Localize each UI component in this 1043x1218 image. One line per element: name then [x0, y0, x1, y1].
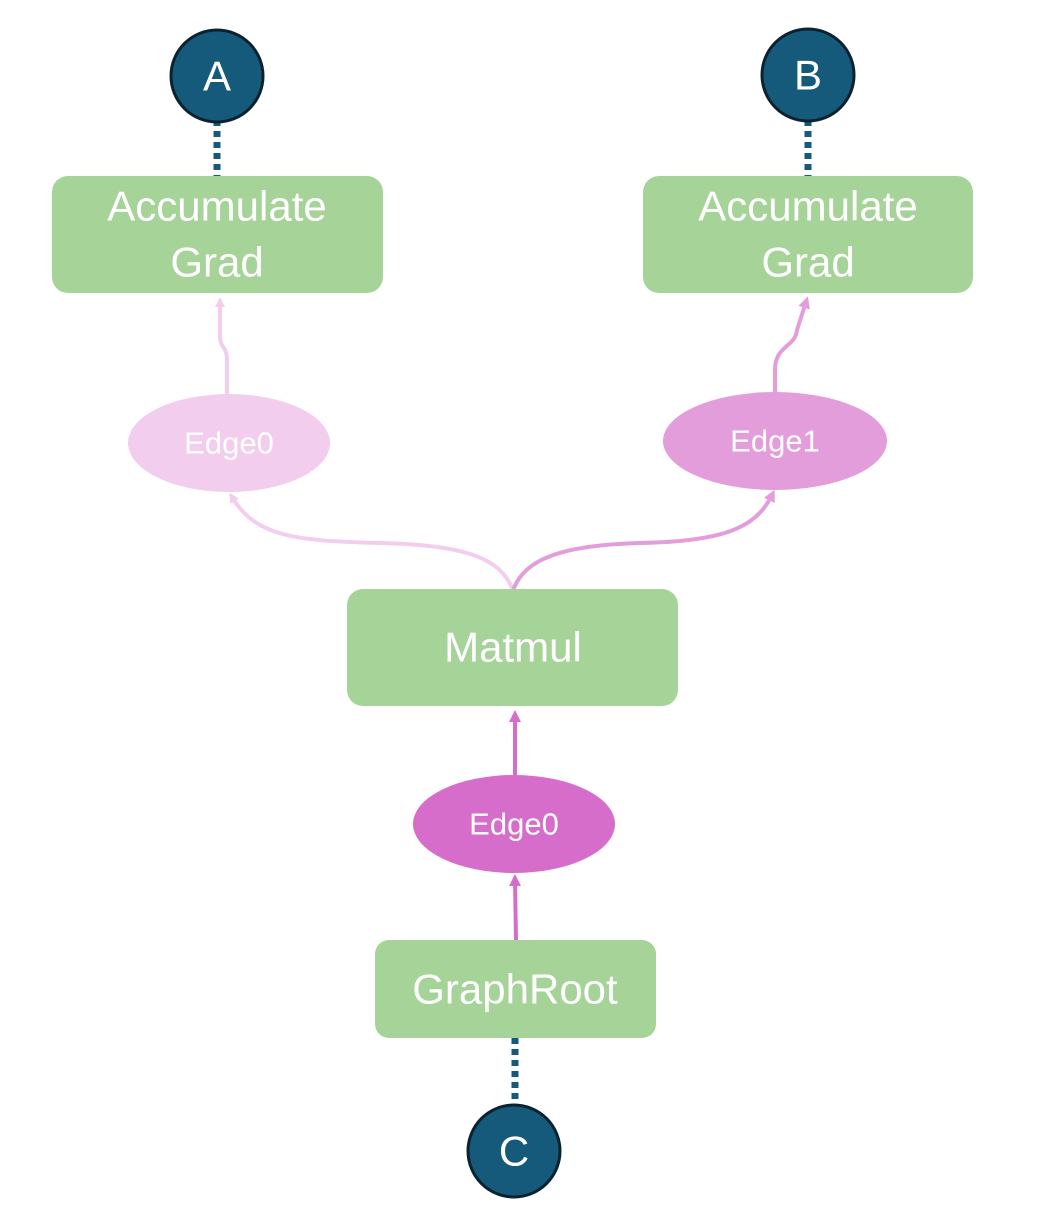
matmul-edge0-ellipse	[128, 394, 330, 492]
matmul-label: Matmul	[444, 624, 582, 671]
tensor-a-circle	[169, 28, 265, 124]
matmul-edge0-node[interactable]: Edge0	[128, 394, 330, 492]
tensor-b-circle	[760, 27, 856, 123]
accumulate-grad-left-node[interactable]: Accumulate Grad	[52, 176, 383, 293]
matmul-edge1-ellipse	[663, 392, 887, 490]
flow-matmul-to-edge0	[229, 492, 514, 590]
graphroot-box	[375, 940, 656, 1038]
tensor-b-node[interactable]: B	[760, 27, 856, 123]
root-edge0-label: Edge0	[469, 807, 559, 842]
matmul-box	[347, 589, 678, 706]
flow-edge1-to-accumulate-right	[773, 296, 810, 395]
flow-edge0-to-accumulate-left	[215, 297, 229, 397]
matmul-edge1-label: Edge1	[730, 424, 820, 459]
tensor-a-label: A	[203, 53, 231, 100]
root-edge0-node[interactable]: Edge0	[413, 775, 615, 873]
matmul-edge1-node[interactable]: Edge1	[663, 392, 887, 490]
accumulate-grad-right-box	[643, 176, 973, 293]
tensor-c-circle	[466, 1103, 562, 1199]
accumulate-grad-right-line1: Accumulate	[698, 183, 917, 230]
tensor-a-node[interactable]: A	[169, 28, 265, 124]
accumulate-grad-right-line2: Grad	[761, 239, 854, 286]
accumulate-grad-left-line1: Accumulate	[107, 183, 326, 230]
graphroot-node[interactable]: GraphRoot	[375, 940, 656, 1038]
tensor-c-node[interactable]: C	[466, 1103, 562, 1199]
flow-graphroot-to-edge0	[509, 874, 522, 942]
root-edge0-ellipse	[413, 775, 615, 873]
tensor-c-label: C	[499, 1128, 529, 1175]
matmul-edge0-label: Edge0	[184, 426, 274, 461]
accumulate-grad-left-line2: Grad	[170, 239, 263, 286]
matmul-node[interactable]: Matmul	[347, 589, 678, 706]
graphroot-label: GraphRoot	[412, 966, 618, 1013]
flow-matmul-to-edge1	[512, 489, 775, 590]
tensor-b-label: B	[794, 52, 822, 99]
accumulate-grad-left-box	[52, 176, 383, 293]
accumulate-grad-right-node[interactable]: Accumulate Grad	[643, 176, 973, 293]
